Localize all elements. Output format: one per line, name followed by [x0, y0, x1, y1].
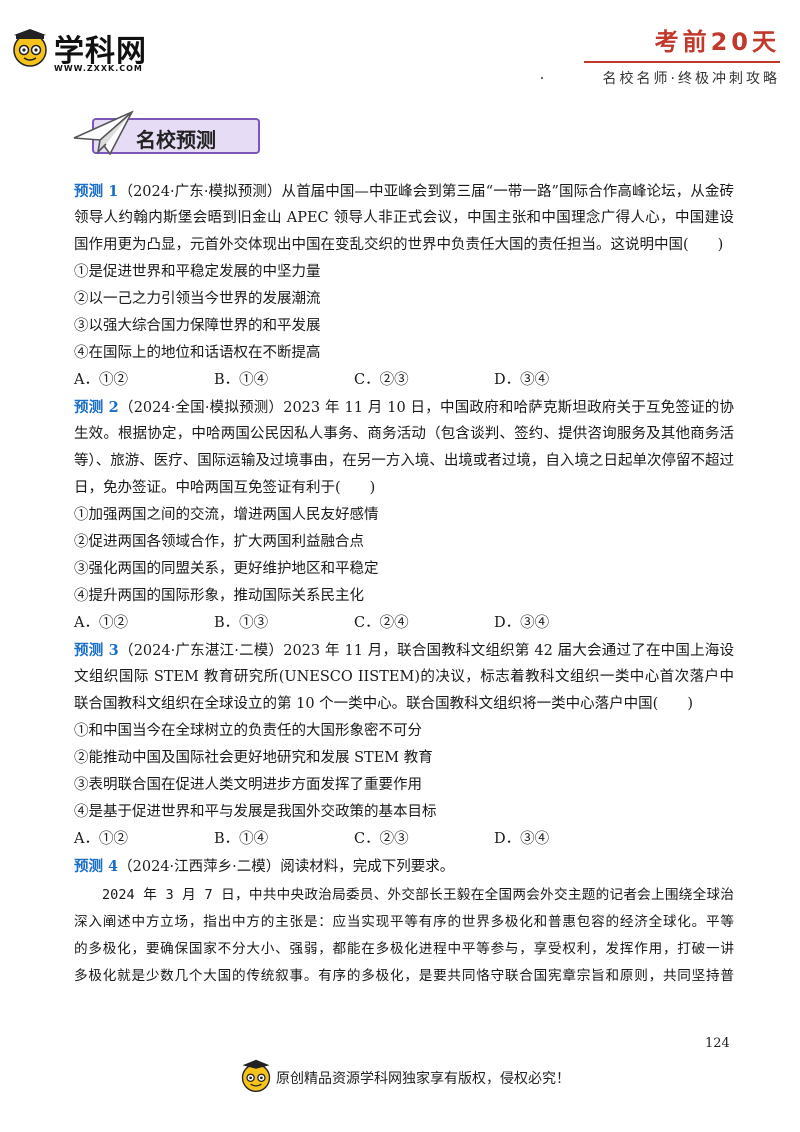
question-line: 预测 1（2024·广东·模拟预测）从首届中国—中亚峰会到第三届“一带一路”国际…	[74, 183, 734, 200]
option-c[interactable]: C．②④	[354, 615, 409, 631]
question-line: 日，免办签证。中哈两国互免签证有利于( )	[74, 480, 376, 496]
section-banner: 名校预测	[70, 108, 260, 158]
mascot-face-icon	[13, 29, 47, 67]
option-c[interactable]: C．②③	[354, 831, 409, 847]
statement-item: ③强化两国的同盟关系，更好维护地区和平稳定	[74, 561, 379, 577]
question-line: 国作用更为凸显，元首外交体现出中国在变乱交织的世界中负责任大国的责任担当。这说明…	[74, 237, 724, 253]
footer-text: 原创精品资源学科网独家享有版权，侵权必究！	[276, 1071, 570, 1087]
material-line: 多极化就是少数几个大国的传统叙事。有序的多极化，是要共同恪守联合国宪章宗旨和原则…	[74, 968, 734, 984]
option-b[interactable]: B．①③	[214, 615, 269, 631]
question-2: 预测 2（2024·全国·模拟预测）2023 年 11 月 10 日，中国政府和…	[74, 394, 734, 637]
option-a[interactable]: A．①②	[74, 372, 128, 388]
option-b[interactable]: B．①④	[214, 831, 269, 847]
option-c[interactable]: C．②③	[354, 372, 409, 388]
statement-item: ②促进两国各领域合作，扩大两国利益融合点	[74, 534, 364, 550]
question-3: 预测 3（2024·广东湛江·二模）2023 年 11 月，联合国教科文组织第 …	[74, 637, 734, 853]
question-line: 预测 3（2024·广东湛江·二模）2023 年 11 月，联合国教科文组织第 …	[74, 642, 734, 659]
question-label: 预测 4	[74, 858, 119, 875]
header-divider	[584, 61, 780, 63]
option-d[interactable]: D．③④	[494, 615, 550, 631]
question-line: 生效。根据协定，中哈两国公民因私人事务、商务活动（包含谈判、签约、提供咨询服务及…	[74, 426, 734, 442]
statement-item: ④在国际上的地位和话语权在不断提高	[74, 345, 321, 361]
question-line: 等）、旅游、医疗、国际运输及过境事由，在另一方入境、出境或者过境，自入境之日起单…	[74, 453, 734, 469]
material-line: 的多极化，要确保国家不分大小、强弱，都能在多极化进程中平等参与，享受权利，发挥作…	[74, 941, 734, 957]
statement-item: ③以强大综合国力保障世界的和平发展	[74, 318, 321, 334]
option-d[interactable]: D．③④	[494, 372, 550, 388]
question-line: 预测 4（2024·江西萍乡·二模）阅读材料，完成下列要求。	[74, 858, 455, 875]
option-a[interactable]: A．①②	[74, 831, 128, 847]
question-line: 联合国教科文组织在全球设立的第 10 个一类中心。联合国教科文组织将一类中心落户…	[74, 696, 693, 712]
question-line: 预测 2（2024·全国·模拟预测）2023 年 11 月 10 日，中国政府和…	[74, 399, 734, 416]
site-logo[interactable]: 学科网 WWW.ZXXK.COM	[10, 20, 180, 80]
statement-item: ②以一己之力引领当今世界的发展潮流	[74, 291, 321, 307]
question-list: 预测 1（2024·广东·模拟预测）从首届中国—中亚峰会到第三届“一带一路”国际…	[74, 178, 734, 990]
reading-material: 2024 年 3 月 7 日，中共中央政治局委员、外交部长王毅在全国两会外交主题…	[74, 882, 734, 990]
material-line: 2024 年 3 月 7 日，中共中央政治局委员、外交部长王毅在全国两会外交主题…	[102, 887, 734, 903]
statement-item: ④是基于促进世界和平与发展是我国外交政策的基本目标	[74, 804, 437, 820]
header-badge: 考前20天 名校名师·终极冲刺攻略	[584, 22, 780, 88]
question-4: 预测 4（2024·江西萍乡·二模）阅读材料，完成下列要求。 2024 年 3 …	[74, 853, 734, 990]
header-subtitle: 名校名师·终极冲刺攻略	[602, 71, 780, 87]
question-1: 预测 1（2024·广东·模拟预测）从首届中国—中亚峰会到第三届“一带一路”国际…	[74, 178, 734, 394]
option-b[interactable]: B．①④	[214, 372, 269, 388]
header-dot	[541, 77, 543, 79]
answer-options: A．①② B．①③ C．②④ D．③④	[74, 610, 734, 637]
option-a[interactable]: A．①②	[74, 615, 128, 631]
question-line: 领导人约翰内斯堡会晤到旧金山 APEC 领导人非正式会议，中国主张和中国理念广得…	[74, 210, 734, 226]
material-line: 深入阐述中方立场，指出中方的主张是：应当实现平等有序的世界多极化和普惠包容的经济…	[74, 914, 734, 930]
statement-item: ③表明联合国在促进人类文明进步方面发挥了重要作用	[74, 777, 422, 793]
mascot-face-icon	[241, 1059, 271, 1092]
question-label: 预测 1	[74, 183, 119, 200]
statement-item: ①是促进世界和平稳定发展的中坚力量	[74, 264, 321, 280]
statement-item: ①和中国当今在全球树立的负责任的大国形象密不可分	[74, 723, 422, 739]
statement-item: ①加强两国之间的交流，增进两国人民友好感情	[74, 507, 379, 523]
question-label: 预测 2	[74, 399, 119, 416]
statement-item: ④提升两国的国际形象，推动国际关系民主化	[74, 588, 364, 604]
footer-copyright: 原创精品资源学科网独家享有版权，侵权必究！	[238, 1058, 598, 1098]
question-line: 文组织国际 STEM 教育研究所(UNESCO IISTEM)的决议，标志着教科…	[74, 669, 734, 685]
answer-options: A．①② B．①④ C．②③ D．③④	[74, 367, 734, 394]
answer-options: A．①② B．①④ C．②③ D．③④	[74, 826, 734, 853]
option-d[interactable]: D．③④	[494, 831, 550, 847]
paper-plane-icon	[73, 110, 134, 156]
logo-url: WWW.ZXXK.COM	[54, 64, 143, 73]
statement-item: ②能推动中国及国际社会更好地研究和发展 STEM 教育	[74, 750, 433, 766]
header-title: 考前20天	[654, 28, 780, 56]
page-number: 124	[705, 1036, 730, 1051]
section-title: 名校预测	[136, 128, 216, 152]
question-label: 预测 3	[74, 642, 119, 659]
logo-text: 学科网	[54, 34, 147, 69]
